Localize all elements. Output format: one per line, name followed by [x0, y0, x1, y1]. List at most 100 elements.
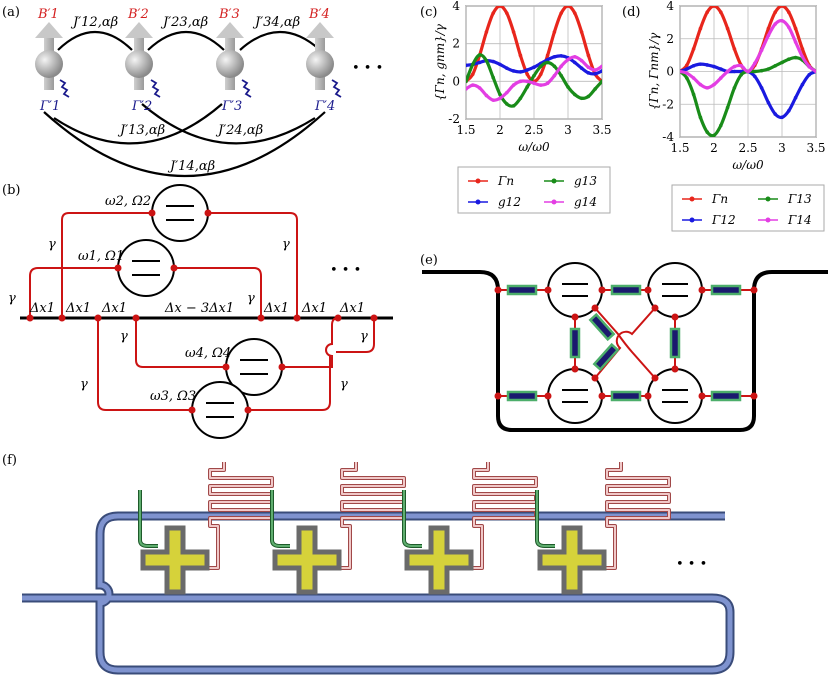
data-point	[593, 68, 597, 72]
data-point	[712, 133, 716, 137]
data-point	[573, 11, 577, 15]
data-point	[505, 90, 509, 95]
data-point	[559, 11, 563, 15]
x-tick-label: 2	[496, 123, 504, 137]
panel-e-label: (e)	[420, 253, 438, 268]
data-point	[787, 10, 791, 15]
legend-marker	[475, 178, 481, 184]
x-axis-label: ω/ω0	[518, 140, 550, 154]
data-point	[712, 64, 716, 69]
drive-line-inner	[139, 490, 158, 547]
data-point	[566, 6, 570, 8]
data-point	[466, 79, 468, 84]
waveguide-outer	[22, 511, 735, 675]
x-tick-label: 2.5	[738, 141, 757, 155]
qubit-cell	[402, 462, 538, 595]
atom-2	[151, 184, 209, 242]
x-tick-label: 3.5	[592, 123, 611, 137]
data-point	[498, 62, 502, 67]
panel-e: (e)	[420, 253, 828, 432]
data-point	[593, 72, 597, 76]
data-point	[793, 40, 798, 44]
data-point	[491, 59, 496, 64]
data-point	[511, 69, 516, 73]
data-point	[511, 104, 516, 108]
data-point	[800, 54, 805, 59]
data-point	[773, 112, 777, 116]
decay-arrow-4	[331, 79, 342, 98]
legend-label: Γn	[711, 192, 728, 206]
data-point	[807, 64, 811, 69]
data-point	[600, 64, 602, 69]
data-point	[484, 30, 489, 34]
legend-marker	[475, 199, 481, 205]
coupling-label-34: J′34,αβ	[252, 15, 300, 30]
data-point	[586, 94, 591, 99]
data-point	[759, 48, 764, 53]
data-point	[746, 69, 750, 74]
data-point	[793, 95, 798, 100]
gamma-label-6: γ	[360, 329, 368, 344]
y-tick-label: -2	[448, 112, 460, 126]
data-point	[787, 25, 791, 30]
data-point	[691, 92, 696, 97]
data-point	[559, 54, 563, 58]
legend-label: Γ13	[787, 192, 812, 206]
data-point	[814, 69, 816, 74]
qubit-cell	[535, 462, 671, 595]
data-point	[552, 55, 557, 59]
data-point	[559, 73, 563, 78]
data-point	[539, 64, 543, 69]
data-point	[477, 60, 482, 65]
data-point	[566, 57, 570, 62]
data-point	[586, 53, 591, 58]
legend-marker	[765, 217, 771, 223]
xmon-qubit	[272, 525, 342, 595]
data-point	[773, 63, 777, 68]
data-point	[466, 63, 468, 68]
data-point	[498, 6, 502, 8]
atom4-right-lead	[282, 317, 339, 368]
data-point	[780, 60, 784, 65]
data-point	[753, 61, 757, 66]
data-point	[780, 18, 784, 23]
data-point	[532, 73, 536, 78]
qubit-cell	[270, 462, 406, 595]
data-point	[725, 105, 730, 110]
data-point	[505, 102, 509, 106]
data-point	[685, 71, 689, 75]
data-point	[753, 69, 757, 74]
data-point	[600, 69, 602, 73]
coupling-label-13: J′13,αβ	[117, 123, 165, 138]
coupling-arc-23	[147, 30, 225, 51]
data-point	[800, 47, 805, 51]
data-point	[685, 63, 689, 68]
data-point	[600, 79, 602, 84]
data-point	[787, 57, 791, 62]
spacing-label-1: Δx1	[29, 301, 55, 316]
data-point	[698, 26, 703, 31]
data-point	[484, 93, 489, 98]
atom4-crossover	[336, 318, 375, 353]
data-point	[793, 55, 798, 60]
y-tick-label: 0	[666, 65, 674, 79]
spacing-label-5: Δx1	[301, 301, 327, 316]
spacing-label-4: Δx1	[263, 301, 289, 316]
y-axis-label: {Γn, gnm}/γ	[433, 23, 447, 101]
data-point	[491, 75, 496, 80]
panel-f: (f) • • •	[2, 453, 735, 675]
legend-label: g13	[574, 174, 597, 188]
data-point	[579, 66, 584, 70]
data-point	[539, 72, 543, 76]
data-point	[545, 81, 550, 86]
xmon-qubit	[537, 525, 607, 595]
data-point	[539, 83, 543, 87]
y-tick-label: 0	[452, 74, 460, 88]
data-point	[719, 123, 723, 128]
x-tick-label: 2.5	[524, 123, 543, 137]
data-point	[518, 96, 523, 101]
data-point	[698, 62, 703, 66]
data-point	[780, 115, 784, 120]
data-point	[739, 63, 743, 68]
